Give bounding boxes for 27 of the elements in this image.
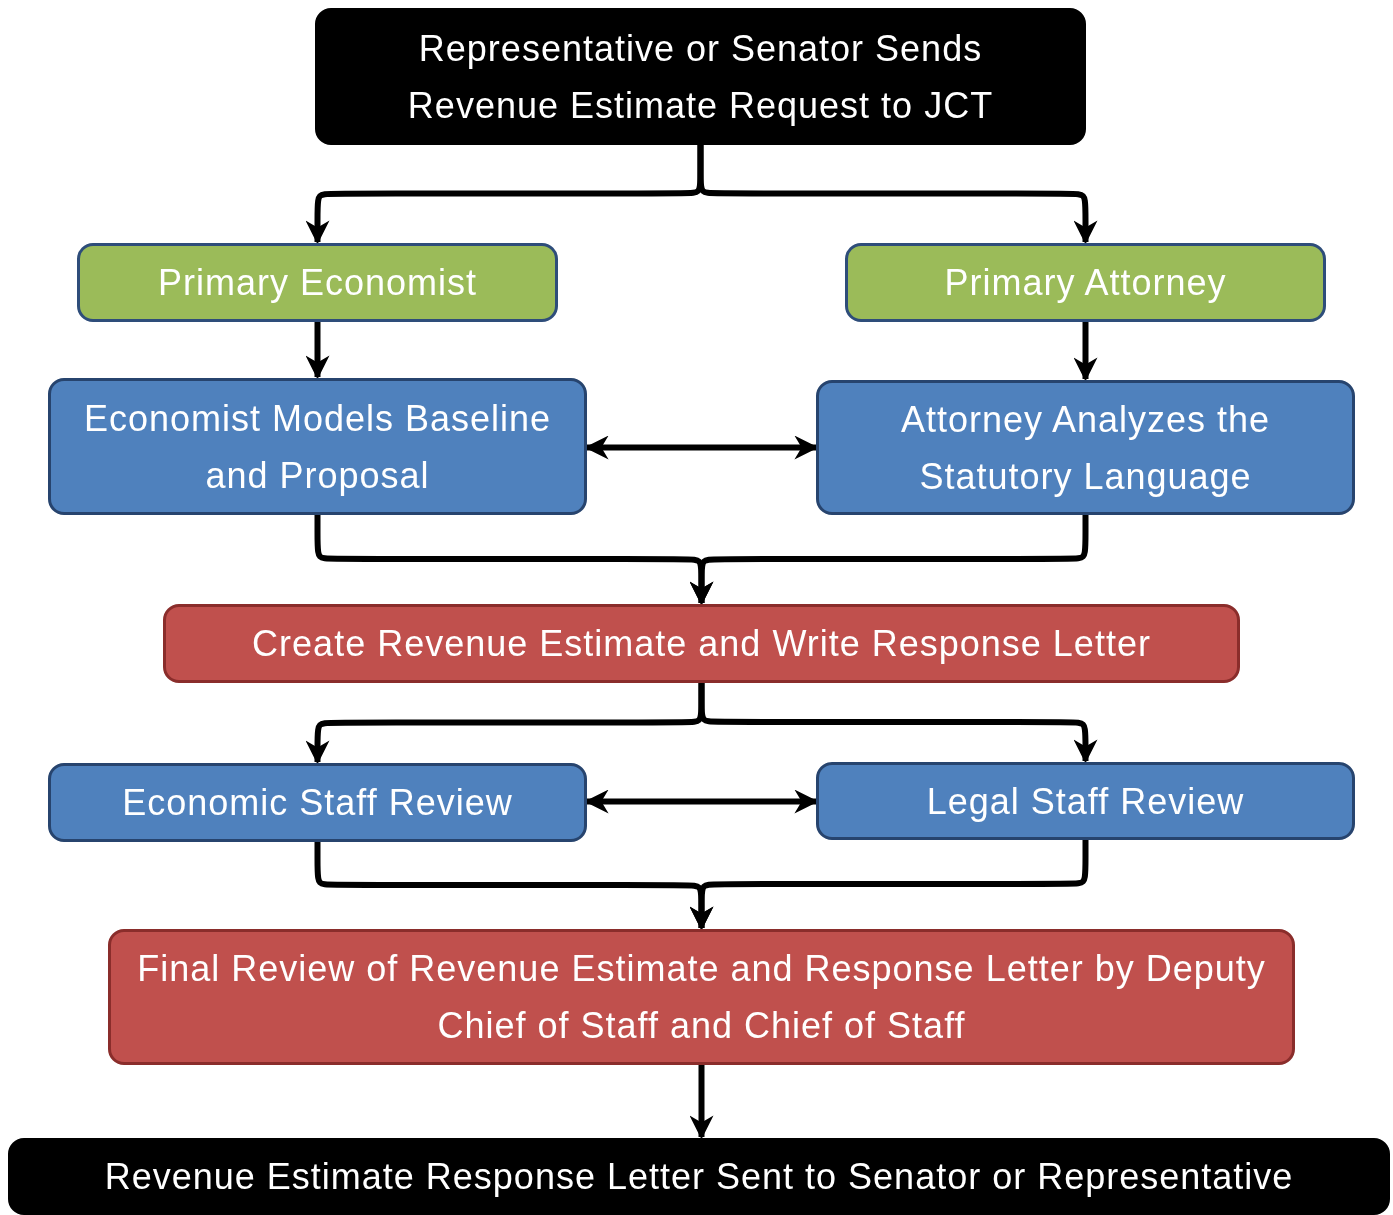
process-box [108,929,1295,1065]
process-box [48,763,587,842]
box-label: Economic Staff Review [122,781,513,825]
arrow [689,514,1089,606]
arrow [689,839,1089,931]
process-box [77,243,558,322]
process-box [816,380,1355,515]
arrow [698,681,1098,764]
process-box [48,378,587,515]
box-label: Primary Attorney [944,261,1227,305]
box-label: Attorney Analyzes the Statutory Language [899,397,1272,499]
box-label: Legal Staff Review [926,779,1245,824]
process-box [816,762,1355,840]
arrow [689,1065,714,1140]
process-box [163,604,1240,683]
box-label: Revenue Estimate Response Letter Sent to Senator or Representative [104,1155,1294,1199]
process-box [845,243,1326,322]
arrow [305,322,330,380]
process-box [8,1138,1390,1215]
box-label: Create Revenue Estimate and Write Response Letter [252,622,1151,666]
arrow [1073,322,1098,382]
box-label: Economist Models Baseline and Proposal [82,396,553,498]
process-box [315,8,1086,145]
box-label: Final Review of Revenue Estimate and Response Letter by Deputy Chief of Staff and Chief of Staff [136,947,1267,1048]
arrow [697,145,1098,245]
box-label: Representative or Senator Sends Revenue Estimate Request to JCT [406,26,995,128]
box-label: Primary Economist [157,261,478,305]
